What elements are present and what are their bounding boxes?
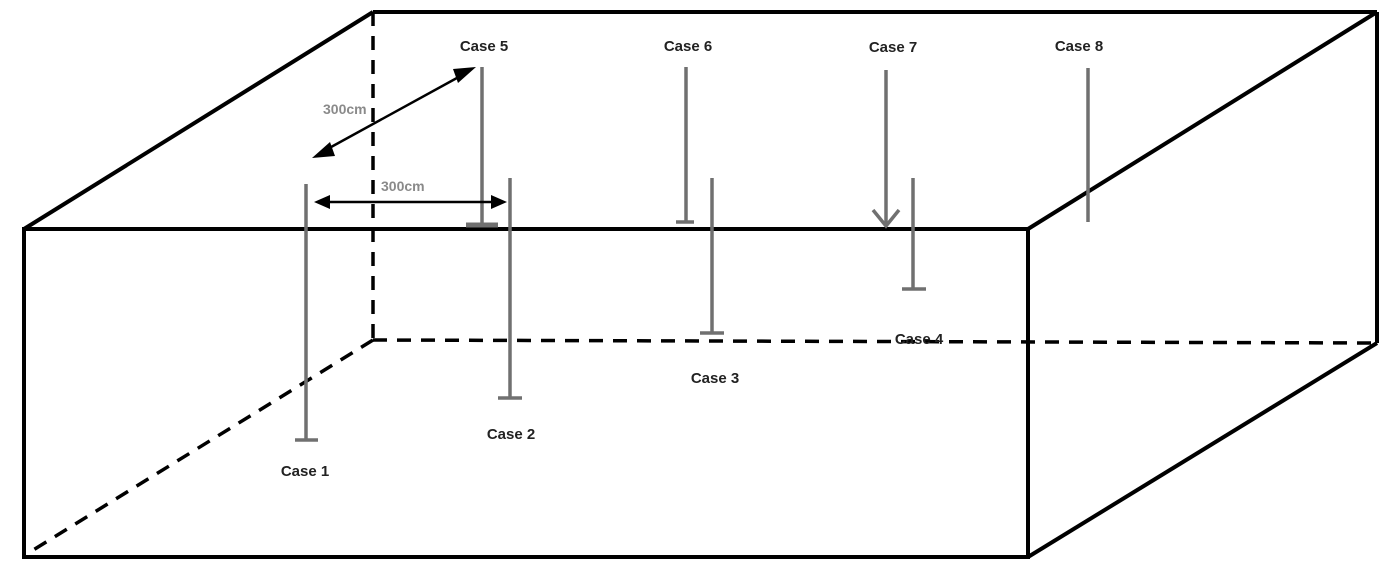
case-label-3: Case 3: [691, 370, 739, 387]
case-label-2: Case 2: [487, 426, 535, 443]
hidden-bottom-back-edge: [372, 338, 1378, 345]
box-top-left-edge: [22, 10, 375, 231]
case-label-5: Case 5: [460, 38, 508, 55]
pile-case-5: [466, 67, 498, 228]
box-outline: [22, 10, 1379, 559]
pile-case-7-arrow: [871, 70, 901, 229]
hidden-bottom-left-edge: [29, 338, 374, 554]
pile-case-1: [295, 184, 318, 442]
case-label-7: Case 7: [869, 39, 917, 56]
piles: [295, 67, 1090, 442]
case-label-6: Case 6: [664, 38, 712, 55]
case-label-8: Case 8: [1055, 38, 1103, 55]
dimension-arrows: [312, 67, 507, 209]
box-top-right-edge: [1026, 10, 1379, 231]
dimension-arrow-diagonal: [312, 67, 476, 158]
pile-case-4: [902, 178, 926, 291]
dimension-arrow-horizontal: [314, 195, 507, 209]
pile-case-2: [498, 178, 522, 400]
pile-case-6: [676, 67, 694, 224]
box-bottom-right-edge: [1026, 341, 1379, 559]
dimension-label-horizontal: 300cm: [381, 178, 425, 194]
box-hidden-edges: [29, 12, 1378, 554]
case-label-1: Case 1: [281, 463, 329, 480]
dimension-label-diagonal: 300cm: [323, 101, 367, 117]
box-front-face: [22, 227, 1030, 559]
case-label-4: Case 4: [895, 331, 944, 348]
case-labels: Case 1 Case 2 Case 3 Case 4 Case 5 Case …: [281, 38, 1103, 480]
pile-case-3: [700, 178, 724, 335]
